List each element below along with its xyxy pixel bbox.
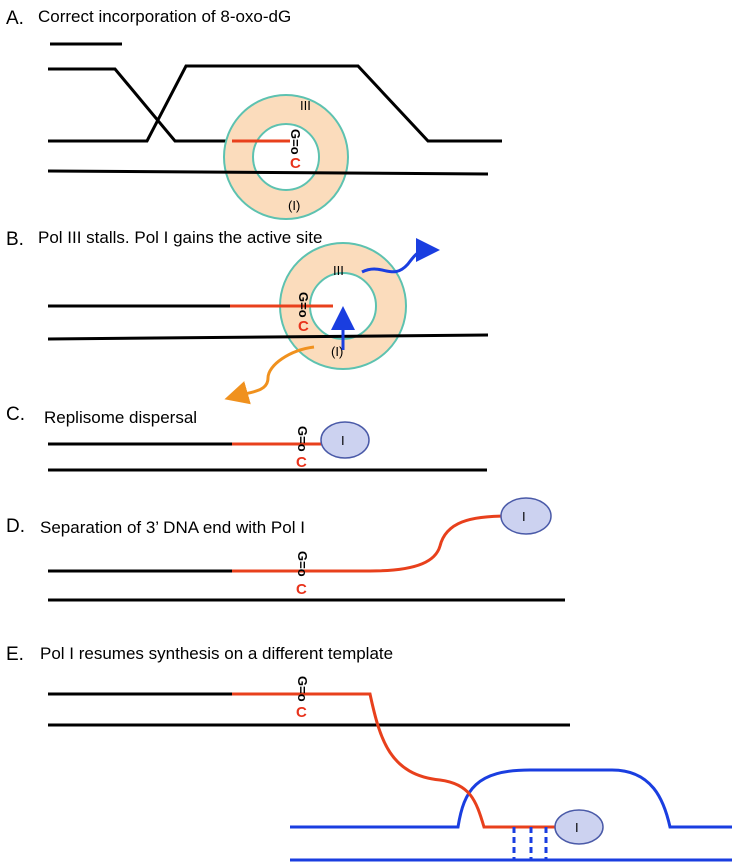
- panel-e-new-template-top: [290, 768, 732, 829]
- panel-e-pol1: [554, 809, 604, 845]
- panel-d-nascent-strand: [232, 514, 509, 573]
- panel-d-pol1-label: I: [522, 509, 526, 524]
- panel-e-nascent-strand: [232, 692, 560, 829]
- panel-c-oxo-g: G=o: [295, 426, 310, 452]
- panel-a-template-strand: [47, 169, 489, 176]
- panel-d-c: C: [296, 581, 307, 598]
- panel-d-letter: D.: [6, 516, 25, 537]
- panel-b-c: C: [298, 318, 309, 335]
- panel-b-oxo-g: G=o: [296, 292, 311, 318]
- panel-b-pol1-label: (I): [331, 344, 343, 359]
- panel-a-oxo-g: G=o: [288, 129, 303, 155]
- panel-a-strand-crossing-1: [48, 67, 232, 143]
- panel-d-title: Separation of 3’ DNA end with Pol I: [40, 518, 305, 537]
- panel-d: D. Separation of 3’ DNA end with Pol I I…: [6, 497, 565, 602]
- panel-c-c: C: [296, 454, 307, 471]
- panel-b-pol3-label: III: [333, 263, 344, 278]
- panel-b-title: Pol III stalls. Pol I gains the active s…: [38, 228, 322, 247]
- panel-a-clamp-hole: [252, 123, 320, 191]
- panel-b-letter: B.: [6, 229, 24, 250]
- panel-e-pol1-label: I: [575, 820, 579, 835]
- panel-a: A. Correct incorporation of 8-oxo-dG III…: [6, 7, 502, 220]
- panel-a-title: Correct incorporation of 8-oxo-dG: [38, 7, 291, 26]
- panel-c-letter: C.: [6, 404, 25, 425]
- panel-a-strand-crossing-2: [48, 64, 502, 143]
- panel-e: E. Pol I resumes synthesis on a differen…: [6, 644, 732, 862]
- panel-e-letter: E.: [6, 644, 24, 665]
- panel-a-pol1-label: (I): [288, 198, 300, 213]
- panel-c-pol1: [320, 421, 370, 459]
- panel-d-oxo-g: G=o: [295, 551, 310, 577]
- panel-b-pol3-exit-arrow: [361, 238, 440, 274]
- panel-b: B. Pol III stalls. Pol I gains the activ…: [6, 228, 489, 405]
- panel-e-title: Pol I resumes synthesis on a different t…: [40, 644, 393, 663]
- panel-a-letter: A.: [6, 8, 24, 29]
- panel-e-oxo-g: G=o: [295, 676, 310, 702]
- panel-b-template-strand: [47, 333, 489, 341]
- panel-e-c: C: [296, 704, 307, 721]
- panel-a-pol3-label: III: [300, 98, 311, 113]
- panel-a-c: C: [290, 155, 301, 172]
- panel-d-pol1: [500, 497, 552, 535]
- panel-c: C. Replisome dispersal I G=o C: [6, 404, 487, 472]
- panel-c-pol1-label: I: [341, 433, 345, 448]
- panel-b-clamp-exit-arrow: [224, 345, 315, 405]
- panel-c-title: Replisome dispersal: [44, 408, 197, 427]
